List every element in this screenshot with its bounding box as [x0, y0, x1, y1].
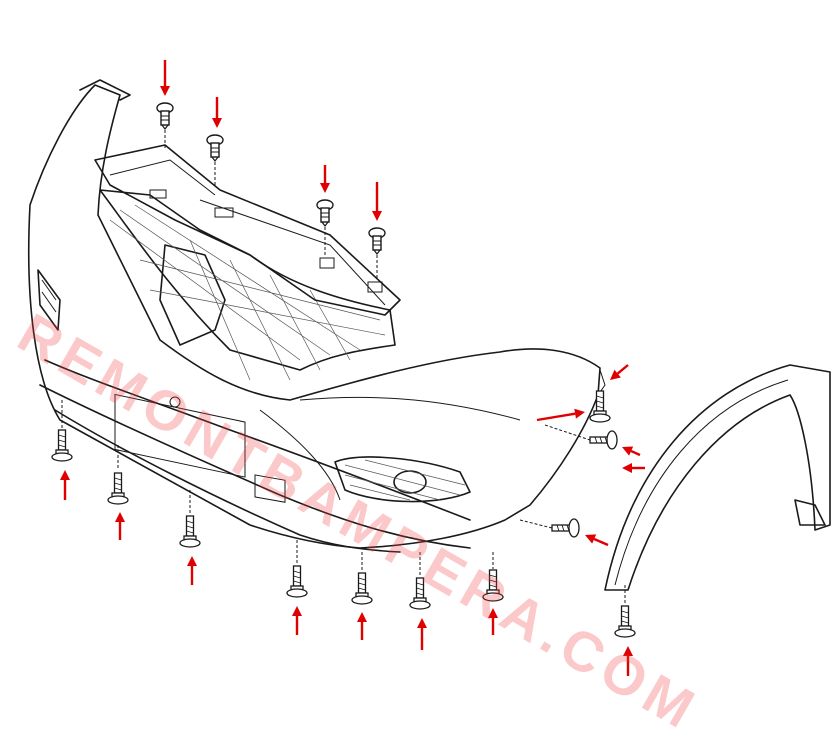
arch-bolt: [614, 605, 636, 638]
arrow-line-13: [616, 364, 629, 375]
arrow-head-2: [212, 118, 222, 128]
arrow-head-6: [115, 512, 125, 522]
side-screw-1: [589, 430, 618, 450]
wheel-arch-trim: [604, 364, 831, 591]
bottom-bolt-fasteners: [51, 400, 636, 638]
top-clip-4: [368, 227, 386, 255]
arrow-head-1: [160, 86, 170, 96]
arrow-head-3: [320, 183, 330, 193]
arrow-head-13: [610, 369, 621, 380]
arrow-head-17: [574, 408, 585, 419]
arrow-head-7: [187, 556, 197, 566]
grille: [99, 189, 396, 381]
arrow-line-16: [593, 537, 609, 547]
bottom-bolt-1: [51, 429, 73, 462]
arrow-head-10: [417, 618, 427, 628]
arrow-line-17: [536, 412, 576, 422]
side-screw-fasteners: [519, 390, 618, 538]
arrow-head-12: [623, 646, 633, 656]
side-screw-2: [551, 518, 580, 538]
top-clip-fasteners: [156, 102, 386, 280]
top-clip-1: [156, 102, 174, 130]
upper-bracket: [79, 79, 401, 316]
bottom-bolt-5: [351, 572, 373, 605]
arrow-head-9: [357, 612, 367, 622]
top-clip-3: [316, 199, 334, 227]
arrow-head-11: [488, 608, 498, 618]
red-arrows: [60, 60, 645, 676]
bottom-bolt-2: [107, 472, 129, 505]
arrow-head-14: [622, 446, 634, 456]
arrow-head-16: [585, 534, 597, 544]
bottom-bolt-3: [179, 515, 201, 548]
front-bumper: [28, 84, 606, 553]
arrow-head-5: [60, 470, 70, 480]
arrow-head-4: [372, 211, 382, 221]
bumper-mount-diagram: [28, 60, 831, 676]
arrow-head-15: [622, 463, 632, 473]
arrow-line-14: [630, 449, 641, 457]
top-clip-2: [206, 134, 224, 162]
bottom-bolt-4: [286, 565, 308, 598]
arrow-head-8: [292, 606, 302, 616]
